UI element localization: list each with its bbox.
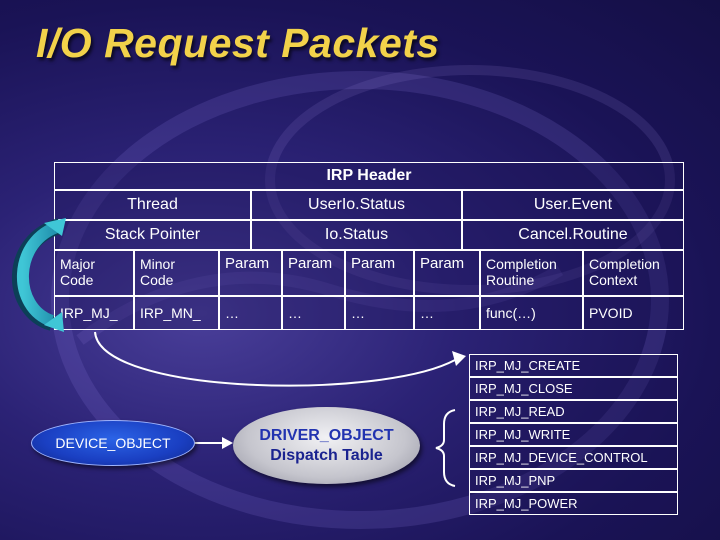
irp-field-io-status: Io.Status	[251, 220, 462, 250]
stack-param-value: …	[282, 296, 345, 330]
stack-minor-code: Minor Code	[134, 250, 219, 296]
irp-field-userio-status: UserIo.Status	[251, 190, 462, 220]
irp-field-cancel-routine: Cancel.Routine	[462, 220, 684, 250]
stack-completion-context: Completion Context	[583, 250, 684, 296]
dispatch-table-label: Dispatch Table	[270, 446, 383, 464]
stack-param: Param	[282, 250, 345, 296]
stack-param: Param	[414, 250, 480, 296]
stack-param: Param	[345, 250, 414, 296]
stack-completion-routine: Completion Routine	[480, 250, 583, 296]
stack-major-code: Major Code	[54, 250, 134, 296]
irp-field-user-event: User.Event	[462, 190, 684, 220]
stack-param-value: …	[345, 296, 414, 330]
stack-param-value: …	[219, 296, 282, 330]
list-item: IRP_MJ_READ	[469, 400, 678, 423]
dispatch-brace	[435, 409, 456, 487]
stack-completion-pvoid: PVOID	[583, 296, 684, 330]
stack-completion-func: func(…)	[480, 296, 583, 330]
irp-header: IRP Header	[54, 162, 684, 190]
stack-param-value: …	[414, 296, 480, 330]
driver-object-label: DRIVER_OBJECT	[259, 426, 394, 444]
stack-irp-mn: IRP_MN_	[134, 296, 219, 330]
irp-field-thread: Thread	[54, 190, 251, 220]
list-item: IRP_MJ_PNP	[469, 469, 678, 492]
device-object-node: DEVICE_OBJECT	[31, 420, 195, 466]
irp-field-stack-pointer: Stack Pointer	[54, 220, 251, 250]
list-item: IRP_MJ_WRITE	[469, 423, 678, 446]
list-item: IRP_MJ_CREATE	[469, 354, 678, 377]
page-title: I/O Request Packets	[36, 20, 440, 66]
list-item: IRP_MJ_POWER	[469, 492, 678, 515]
major-code-swoop-arrow	[94, 331, 456, 387]
list-item: IRP_MJ_CLOSE	[469, 377, 678, 400]
list-item: IRP_MJ_DEVICE_CONTROL	[469, 446, 678, 469]
driver-object-node: DRIVER_OBJECT Dispatch Table	[233, 407, 420, 484]
stack-irp-mj: IRP_MJ_	[54, 296, 134, 330]
stack-param: Param	[219, 250, 282, 296]
